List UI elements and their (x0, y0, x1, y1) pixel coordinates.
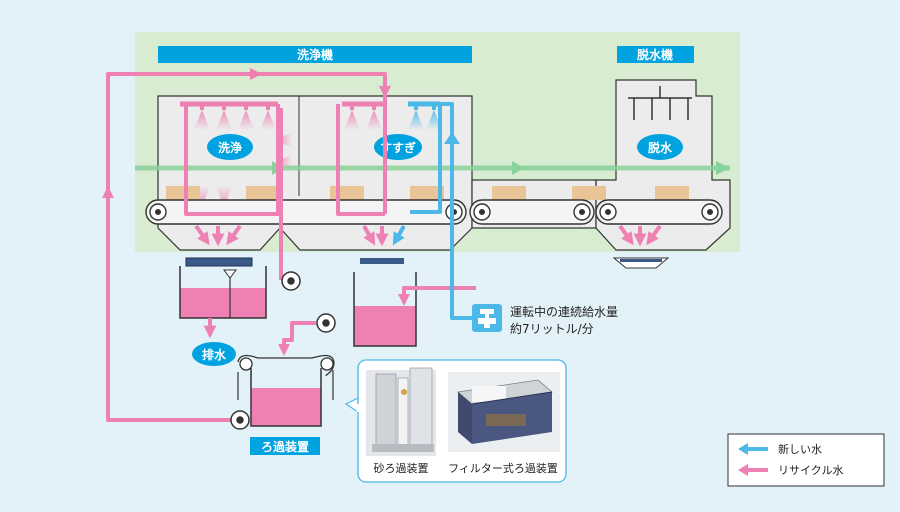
wash-tank (179, 266, 267, 319)
sand-filter-caption: 砂ろ過装置 (374, 462, 429, 475)
washer-title: 洗浄機 (297, 47, 333, 62)
legend-recycle-water: リサイクル水 (778, 464, 843, 477)
filter-label: ろ過装置 (261, 439, 309, 454)
fresh-water-pipe (410, 102, 480, 320)
svg-text:すすぎ: すすぎ (380, 140, 416, 155)
faucet-icon (472, 304, 502, 332)
drain-bubble: 排水 (192, 342, 236, 366)
legend (727, 433, 885, 487)
filter-label-box (250, 437, 320, 455)
water-supply-line2: 約7リットル/分 (510, 321, 594, 336)
filter-type-photo (448, 372, 560, 452)
wash-strainer (185, 257, 253, 267)
filter-type-caption: フィルター式ろ過装置 (448, 462, 558, 475)
dehydrator-title-bar (617, 46, 694, 63)
fresh-water-arrow (444, 132, 460, 144)
dehydrator-title: 脱水機 (637, 47, 673, 62)
washer-title-bar (158, 46, 472, 63)
sand-filter-photo (366, 367, 436, 456)
svg-text:洗浄: 洗浄 (218, 140, 242, 155)
rinse-bubble: すすぎ (374, 134, 422, 160)
dehydrate-bubble: 脱水 (637, 134, 683, 160)
spray-nozzle-icon (180, 101, 292, 170)
conveyor-flow-arrow (135, 161, 730, 175)
filter-tank (237, 354, 335, 427)
rinse-tank (353, 272, 417, 347)
drain-arrows (194, 224, 662, 247)
press-icon (628, 86, 692, 120)
rinse-drain-blue (392, 225, 406, 246)
water-supply-line1: 運転中の連続給水量 (510, 304, 618, 319)
pipe-arrowheads (102, 68, 410, 356)
pump-icon (230, 271, 336, 430)
rinse-strainer (360, 258, 404, 264)
wash-bubble: 洗浄 (207, 134, 253, 160)
rinse-nozzles (342, 101, 442, 130)
svg-text:排水: 排水 (202, 347, 227, 362)
legend-new-water: 新しい水 (778, 442, 822, 456)
svg-text:脱水: 脱水 (648, 140, 673, 155)
